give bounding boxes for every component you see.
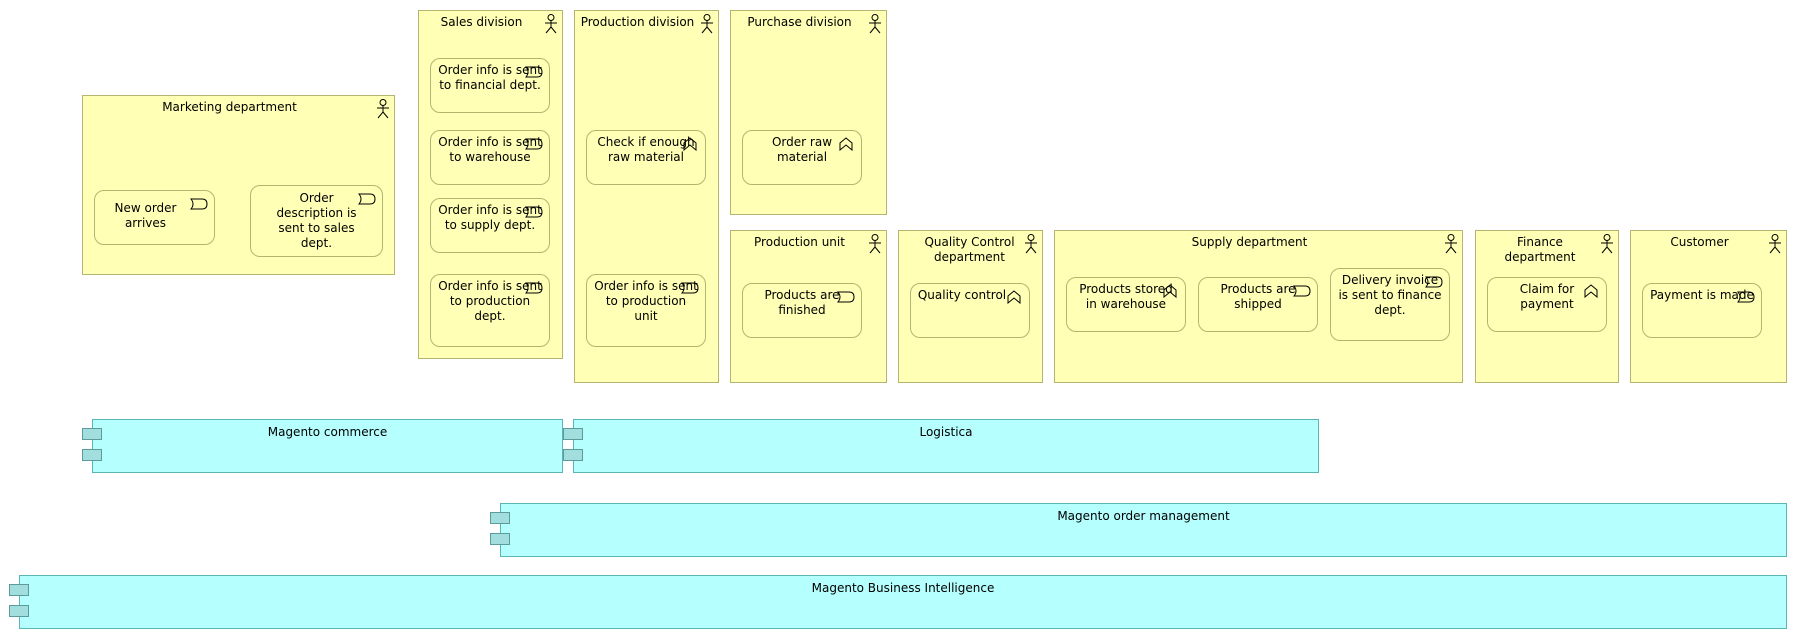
event-icon	[525, 138, 543, 150]
actor-title: Customer	[1670, 235, 1729, 249]
event-order-info-production-dept[interactable]: Order info is sent to production dept.	[430, 274, 550, 347]
actor-icon	[545, 14, 557, 34]
component-tab	[9, 605, 29, 617]
actor-title: Purchase division	[747, 15, 852, 29]
event-icon	[1737, 291, 1755, 303]
event-payment-made[interactable]: Payment is made	[1642, 283, 1762, 338]
actor-title: Production unit	[754, 235, 845, 249]
component-magento-business-intelligence[interactable]: Magento Business Intelligence	[19, 575, 1787, 629]
event-icon	[358, 193, 376, 205]
event-delivery-invoice[interactable]: Delivery invoice is sent to finance dept…	[1330, 268, 1450, 341]
component-title: Logistica	[919, 425, 973, 439]
event-order-description-sent[interactable]: Order description is sent to sales dept.	[250, 185, 383, 257]
component-title: Magento commerce	[267, 425, 388, 439]
function-icon	[1007, 290, 1021, 304]
actor-title: Marketing department	[162, 100, 297, 114]
actor-icon	[377, 99, 389, 119]
actor-icon	[1025, 234, 1037, 254]
actor-title: Sales division	[440, 15, 523, 29]
component-magento-commerce[interactable]: Magento commerce	[92, 419, 563, 473]
event-icon	[525, 206, 543, 218]
component-tab	[563, 428, 583, 440]
component-tab	[82, 428, 102, 440]
event-products-shipped[interactable]: Products are shipped	[1198, 277, 1318, 332]
component-magento-order-management[interactable]: Magento order management	[500, 503, 1787, 557]
actor-title: Quality Control department	[924, 235, 1015, 264]
actor-title: Supply department	[1191, 235, 1308, 249]
event-order-info-production-unit[interactable]: Order info is sent to production unit	[586, 274, 706, 347]
event-order-info-warehouse[interactable]: Order info is sent to warehouse	[430, 130, 550, 185]
actor-title: Production division	[580, 15, 695, 29]
event-icon	[190, 198, 208, 210]
component-logistica[interactable]: Logistica	[573, 419, 1319, 473]
function-icon	[1584, 284, 1598, 298]
event-icon	[837, 291, 855, 303]
event-icon	[1293, 285, 1311, 297]
actor-title: Finance department	[1504, 235, 1576, 264]
component-title: Magento Business Intelligence	[811, 581, 995, 595]
actor-icon	[701, 14, 713, 34]
function-icon	[839, 137, 853, 151]
function-order-raw-material[interactable]: Order raw material	[742, 130, 862, 185]
actor-icon	[1769, 234, 1781, 254]
actor-icon	[1601, 234, 1613, 254]
component-tab	[490, 533, 510, 545]
function-products-stored[interactable]: Products stored in warehouse	[1066, 277, 1186, 332]
event-new-order-arrives[interactable]: New order arrives	[94, 190, 215, 245]
event-order-info-financial[interactable]: Order info is sent to financial dept.	[430, 58, 550, 113]
event-icon	[681, 282, 699, 294]
function-check-raw-material[interactable]: Check if enough raw material	[586, 130, 706, 185]
component-tab	[563, 449, 583, 461]
component-tab	[82, 449, 102, 461]
function-claim-payment[interactable]: Claim for payment	[1487, 277, 1607, 332]
component-tab	[490, 512, 510, 524]
event-order-info-supply[interactable]: Order info is sent to supply dept.	[430, 198, 550, 253]
event-products-finished[interactable]: Products are finished	[742, 283, 862, 338]
function-icon	[1163, 284, 1177, 298]
component-tab	[9, 584, 29, 596]
function-quality-control[interactable]: Quality control	[910, 283, 1030, 338]
component-title: Magento order management	[1057, 509, 1230, 523]
actor-icon	[869, 14, 881, 34]
event-icon	[525, 66, 543, 78]
actor-icon	[1445, 234, 1457, 254]
actor-icon	[869, 234, 881, 254]
event-icon	[525, 282, 543, 294]
event-icon	[1425, 276, 1443, 288]
function-icon	[683, 137, 697, 151]
